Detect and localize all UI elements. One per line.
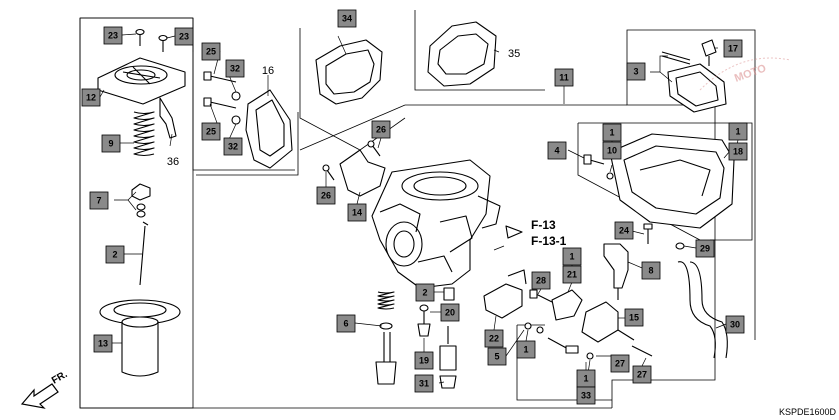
- part-label-36: 36: [167, 156, 179, 168]
- callout-number: 25: [206, 47, 216, 57]
- callout-number: 1: [569, 252, 574, 262]
- callout-box: 1: [728, 122, 748, 141]
- callout-number: 4: [554, 146, 559, 156]
- callout-number: 23: [179, 32, 189, 42]
- callout-number: 31: [419, 379, 429, 389]
- front-direction-arrow-icon: [20, 383, 59, 409]
- callout-number: 1: [735, 127, 740, 137]
- diagram-code: KSPDE1600D: [779, 407, 837, 417]
- callout-box: 1: [562, 247, 582, 266]
- callout-number: 13: [98, 339, 108, 349]
- callout-box: 26: [371, 120, 391, 139]
- callout-number: 28: [536, 276, 546, 286]
- reference-f13-1: F-13-1: [531, 234, 567, 248]
- callout-box: 23: [103, 26, 123, 45]
- callout-number: 21: [567, 270, 577, 280]
- callout-number: 27: [637, 370, 647, 380]
- callout-number: 3: [633, 67, 638, 77]
- callout-box: 19: [414, 351, 434, 370]
- callout-box: 10: [602, 141, 622, 160]
- callout-number: 33: [581, 391, 591, 401]
- callout-number: 32: [228, 142, 238, 152]
- callout-box: 28: [531, 271, 551, 290]
- callout-box: 1: [576, 369, 596, 388]
- callout-box: 23: [174, 27, 194, 46]
- callout-number: 5: [494, 352, 499, 362]
- callout-box: 18: [728, 142, 748, 161]
- callout-box: 6: [336, 314, 356, 333]
- callout-box: 25: [201, 122, 221, 141]
- callout-box: 24: [614, 221, 634, 240]
- callout-box: 3: [626, 62, 646, 81]
- callout-number: 1: [609, 128, 614, 138]
- callout-box: 7: [89, 191, 109, 210]
- reference-arrow: [505, 225, 523, 239]
- callout-box: 20: [440, 303, 460, 322]
- callout-box: 33: [576, 386, 596, 405]
- callout-number: 9: [108, 139, 113, 149]
- callout-box: 1: [602, 123, 622, 142]
- callout-number: 23: [108, 31, 118, 41]
- callout-number: 19: [419, 356, 429, 366]
- callout-number: 12: [86, 93, 96, 103]
- callout-number: 34: [342, 14, 352, 24]
- callout-box: 2: [415, 283, 435, 302]
- callout-box: 17: [723, 39, 743, 58]
- callout-box: 30: [725, 315, 745, 334]
- callout-box: 9: [101, 134, 121, 153]
- callout-box: 31: [414, 374, 434, 393]
- callout-box: 8: [641, 261, 661, 280]
- callout-number: 1: [523, 345, 528, 355]
- callout-number: 6: [343, 319, 348, 329]
- callout-box: 29: [695, 239, 715, 258]
- front-direction-label: FR.: [50, 369, 70, 387]
- reference-f13: F-13: [531, 218, 556, 232]
- part-label-16: 16: [262, 65, 274, 77]
- callout-number: 2: [112, 250, 117, 260]
- callout-box: 13: [93, 334, 113, 353]
- callout-number: 2: [422, 288, 427, 298]
- callout-number: 30: [730, 320, 740, 330]
- callout-box: 21: [562, 265, 582, 284]
- callout-number: 10: [607, 146, 617, 156]
- callout-number: 17: [728, 44, 738, 54]
- callout-box: 22: [484, 329, 504, 348]
- callout-number: 27: [615, 359, 625, 369]
- callout-box: 15: [624, 308, 644, 327]
- callout-number: 26: [376, 125, 386, 135]
- callout-number: 24: [619, 226, 629, 236]
- callout-box: 2: [105, 245, 125, 264]
- callout-box: 11: [554, 68, 574, 87]
- callout-number: 18: [733, 147, 743, 157]
- callout-number: 11: [559, 73, 569, 83]
- callout-box: 14: [347, 203, 367, 222]
- callout-number: 7: [96, 196, 101, 206]
- watermark-text: MOTO: [733, 62, 768, 85]
- callout-number: 14: [352, 208, 362, 218]
- part-label-35: 35: [508, 48, 520, 60]
- callout-box: 32: [223, 137, 243, 156]
- callout-number: 20: [445, 308, 455, 318]
- callout-number: 32: [230, 64, 240, 74]
- callout-box: 32: [225, 59, 245, 78]
- callout-number: 1: [583, 374, 588, 384]
- callout-box: 27: [610, 354, 630, 373]
- callout-box: 34: [337, 9, 357, 28]
- callout-number: 22: [489, 334, 499, 344]
- callout-number: 25: [206, 127, 216, 137]
- callout-box: 12: [81, 88, 101, 107]
- callout-number: 26: [321, 191, 331, 201]
- callout-box: 5: [487, 347, 507, 366]
- callout-box: 26: [316, 186, 336, 205]
- callout-box: 27: [632, 365, 652, 384]
- callout-number: 15: [629, 313, 639, 323]
- callout-box: 4: [547, 141, 567, 160]
- callout-box: 1: [516, 340, 536, 359]
- callout-box: 25: [201, 42, 221, 61]
- part-illustrations: [97, 21, 735, 389]
- callout-number: 8: [648, 266, 653, 276]
- callout-number: 29: [700, 244, 710, 254]
